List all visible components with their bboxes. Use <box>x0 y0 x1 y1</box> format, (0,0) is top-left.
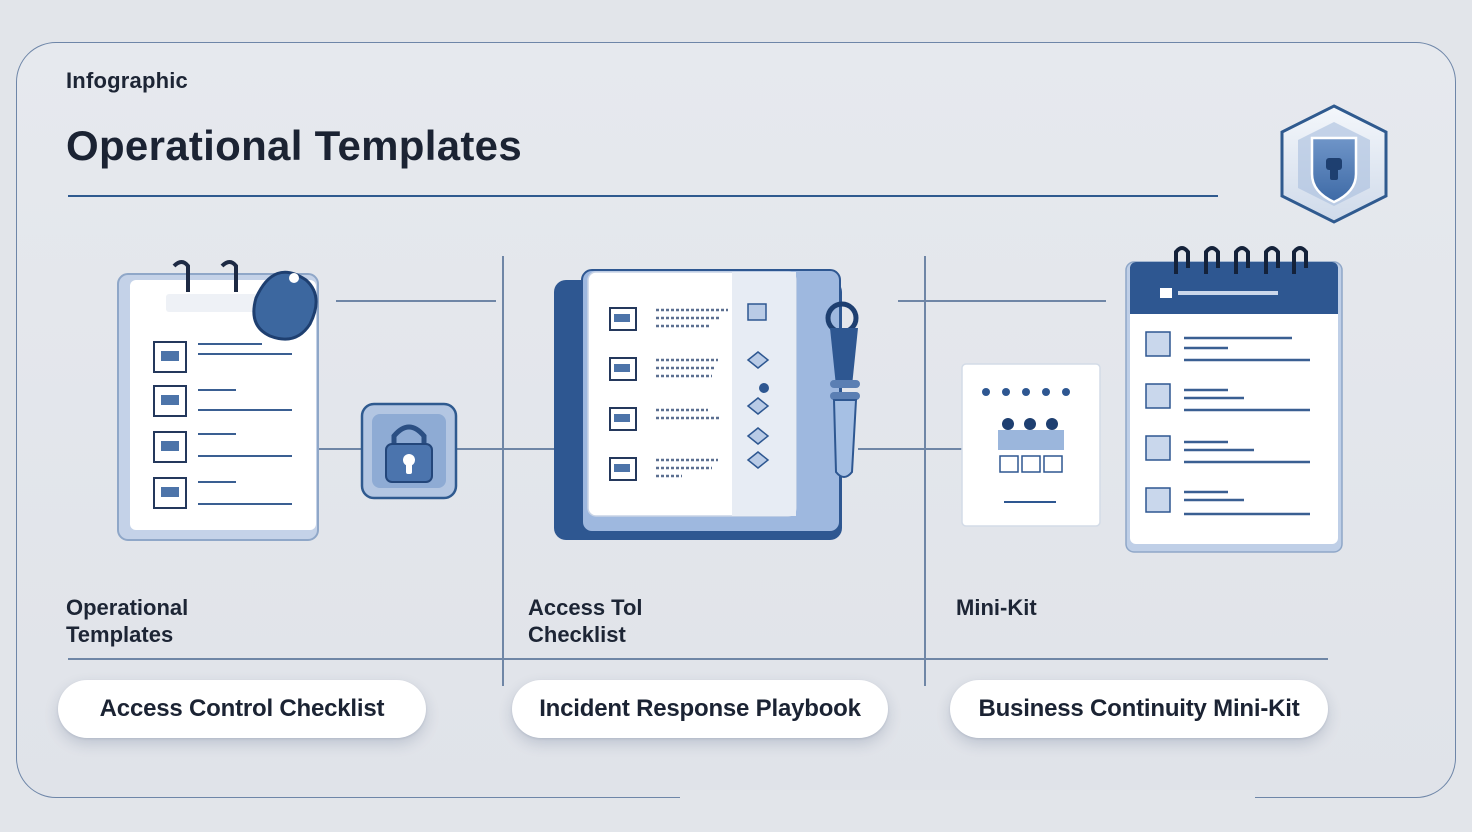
flashlight-icon <box>825 301 860 478</box>
spiral-checklist-icon <box>1125 246 1343 553</box>
connector-top-right <box>898 300 1106 302</box>
connector-top-left <box>336 300 496 302</box>
column-label-3: Mini-Kit <box>956 594 1037 621</box>
binder-playbook-icon <box>554 269 842 540</box>
connector-right <box>858 448 964 450</box>
column-label-2-line2: Checklist <box>528 622 626 647</box>
column-label-1-line2: Templates <box>66 622 174 647</box>
incident-response-playbook-pill[interactable]: Incident Response Playbook <box>512 680 888 738</box>
column-divider-1 <box>502 256 504 686</box>
shield-lock-icon <box>1280 104 1388 224</box>
column-label-2-line1: Access Tol <box>528 595 643 620</box>
page-title: Operational Templates <box>66 122 522 169</box>
column-divider-2 <box>924 256 926 686</box>
minikit-card-icon <box>961 363 1101 527</box>
eyebrow-label: Infographic <box>66 68 188 93</box>
frame-gap <box>680 790 1255 806</box>
column-label-1-line1: Operational <box>66 595 189 620</box>
column-label-1: Operational Templates <box>66 594 188 648</box>
spiral-notepad-icon <box>117 260 319 541</box>
baseline-rule <box>68 658 1328 660</box>
business-continuity-minikit-pill[interactable]: Business Continuity Mini-Kit <box>950 680 1328 738</box>
access-control-checklist-pill[interactable]: Access Control Checklist <box>58 680 426 738</box>
padlock-icon <box>360 402 458 500</box>
column-label-2: Access Tol Checklist <box>528 594 643 648</box>
title-divider <box>68 195 1218 197</box>
column-label-3-line1: Mini-Kit <box>956 595 1037 620</box>
